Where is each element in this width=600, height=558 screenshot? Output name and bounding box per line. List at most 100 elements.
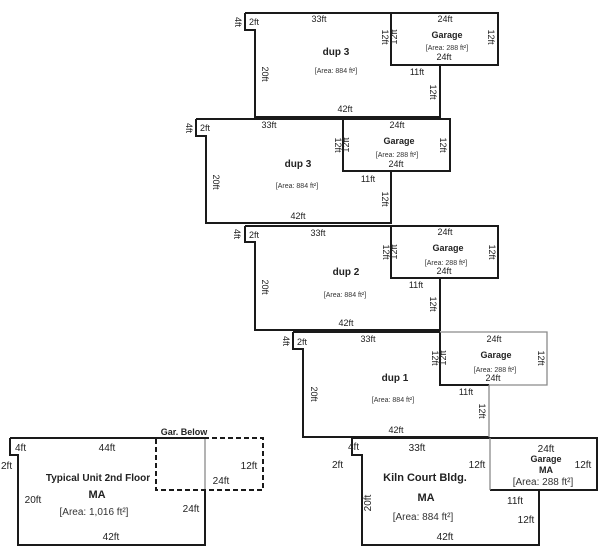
- dim-right: 24ft: [183, 504, 200, 515]
- garage-dim-right: 12ft: [438, 137, 448, 153]
- dim-step: 11ft: [409, 280, 424, 290]
- dim-notch-top: 4ft: [184, 123, 194, 134]
- unit-typical-2nd-floor: Gar. Below 4ft 2ft 44ft 20ft 42ft 24ft T…: [1, 427, 264, 546]
- garage-dim-bottom: 24ft: [436, 266, 452, 276]
- dim-bottom: 42ft: [437, 532, 454, 543]
- garage-area: [Area: 288 ft²]: [376, 152, 418, 159]
- dim-left: 20ft: [25, 495, 42, 506]
- dim-bottom: 42ft: [337, 104, 353, 114]
- dim-right: 12ft: [428, 296, 438, 312]
- garage-dim-bottom: 24ft: [388, 159, 404, 169]
- unit-outline: [244, 225, 441, 331]
- dim-right: 12ft: [428, 84, 438, 100]
- unit-name: dup 2: [333, 267, 360, 278]
- garage-below-label: Gar. Below: [161, 427, 209, 437]
- unit-dup2: 4ft 2ft 33ft 20ft 42ft 12ft 11ft 12ft du…: [232, 225, 499, 331]
- unit-name: Typical Unit 2nd Floor: [46, 473, 150, 484]
- unit-outline: [244, 12, 441, 118]
- unit-name: Kiln Court Bldg.: [383, 472, 467, 484]
- unit-dup3-top: 4ft 2ft 33ft 20ft 42ft 12ft 11ft 12ft du…: [233, 12, 499, 118]
- garage-dim-top: 24ft: [389, 120, 405, 130]
- garage-dim-top: 24ft: [486, 334, 502, 344]
- dim-left: 20ft: [260, 66, 270, 82]
- dim-bottom: 42ft: [290, 211, 306, 221]
- unit-name: dup 3: [285, 159, 312, 170]
- garage-outline-left: [439, 332, 489, 386]
- garage-dim-left: 12ft: [341, 137, 351, 153]
- unit-dup1: 4ft 2ft 33ft 20ft 42ft 12ft 11ft 12ft du…: [281, 331, 548, 438]
- garage-dim-bottom: 24ft: [436, 52, 452, 62]
- garage-dim-top: 24ft: [437, 227, 453, 237]
- garage-dim-top: 24ft: [437, 14, 453, 24]
- dim-notch-top: 4ft: [233, 17, 243, 28]
- garage-name: Garage: [530, 454, 561, 464]
- unit-name: dup 1: [382, 373, 409, 384]
- dim-notch-top: 4ft: [15, 443, 26, 454]
- unit-kiln-court: 4ft 2ft 33ft 20ft 42ft 12ft 11ft 12ft Ki…: [332, 437, 598, 546]
- garage-dim-right: 12ft: [486, 29, 496, 45]
- unit-sub: MA: [88, 489, 105, 501]
- unit-sub: MA: [417, 492, 434, 504]
- garage-sub: MA: [539, 465, 553, 475]
- unit-area: [Area: 884 ft²]: [393, 512, 454, 523]
- dim-notch-top: 4ft: [281, 336, 291, 347]
- dim-left: 20ft: [363, 494, 374, 511]
- garage-area: [Area: 288 ft²]: [425, 260, 467, 267]
- dim-bottom: 42ft: [388, 425, 404, 435]
- dim-top: 33ft: [409, 443, 426, 454]
- garage-name: Garage: [432, 243, 463, 253]
- unit-area: [Area: 884 ft²]: [324, 292, 366, 299]
- garage-below-dim-bottom: 24ft: [213, 476, 230, 487]
- dim-step: 11ft: [459, 387, 474, 397]
- dim-top: 33ft: [311, 14, 327, 24]
- dim-step: 11ft: [361, 174, 376, 184]
- dim-notch-side: 2ft: [297, 337, 308, 347]
- dim-notch-side: 2ft: [1, 461, 12, 472]
- unit-outline: [351, 437, 540, 546]
- dim-left: 20ft: [260, 279, 270, 295]
- dim-notch-top: 4ft: [348, 442, 359, 453]
- dim-top: 33ft: [261, 120, 277, 130]
- unit-area: [Area: 884 ft²]: [315, 68, 357, 75]
- dim-right: 12ft: [380, 191, 390, 207]
- garage-outline: [490, 437, 598, 491]
- dim-right: 12ft: [477, 403, 487, 419]
- dim-bottom: 42ft: [103, 532, 120, 543]
- dim-top: 33ft: [360, 334, 376, 344]
- dim-notch-side: 2ft: [249, 230, 260, 240]
- unit-dup3-mid: 4ft 2ft 33ft 20ft 42ft 12ft 11ft 12ft du…: [184, 118, 451, 224]
- garage-dim-bottom: 24ft: [485, 373, 501, 383]
- unit-outline: [9, 437, 206, 546]
- garage-below-outline: [155, 437, 264, 491]
- garage-name: Garage: [431, 30, 462, 40]
- garage-dim-right: 12ft: [487, 244, 497, 260]
- garage-name: Garage: [383, 136, 414, 146]
- garage-outline: [390, 225, 499, 279]
- unit-area: [Area: 1,016 ft²]: [60, 507, 129, 518]
- unit-name: dup 3: [323, 47, 350, 58]
- dim-notch-side: 2ft: [249, 17, 260, 27]
- garage-area: [Area: 288 ft²]: [513, 477, 574, 488]
- garage-below-dim-right: 12ft: [241, 461, 258, 472]
- garage-outline-right: [440, 331, 548, 386]
- garage-outline: [342, 118, 451, 172]
- unit-area: [Area: 884 ft²]: [276, 183, 318, 190]
- dim-shared: 12ft: [381, 244, 391, 260]
- dim-bottom: 42ft: [338, 318, 354, 328]
- dim-step: 11ft: [507, 496, 523, 507]
- dim-notch-top: 4ft: [232, 229, 242, 240]
- dim-top: 44ft: [99, 443, 116, 454]
- garage-area: [Area: 288 ft²]: [426, 45, 468, 52]
- garage-area: [Area: 288 ft²]: [474, 367, 516, 374]
- garage-outline: [390, 12, 499, 66]
- unit-area: [Area: 884 ft²]: [372, 397, 414, 404]
- garage-dim-right: 12ft: [536, 350, 546, 366]
- dim-shared: 12ft: [380, 29, 390, 45]
- dim-step: 11ft: [410, 67, 425, 77]
- garage-dim-top: 24ft: [538, 444, 555, 455]
- unit-outline: [195, 118, 392, 224]
- dim-notch-side: 2ft: [200, 123, 211, 133]
- garage-dim-left: 12ft: [438, 350, 448, 366]
- garage-dim-right: 12ft: [575, 460, 592, 471]
